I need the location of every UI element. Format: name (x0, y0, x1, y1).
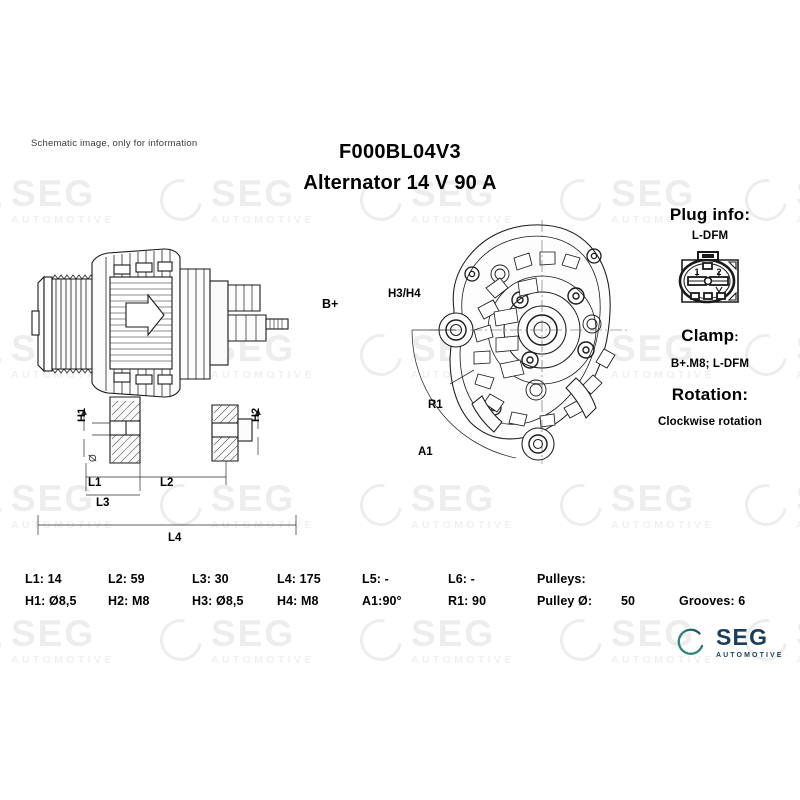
label-h3-h4: H3/H4 (388, 288, 421, 300)
plug-pin-2-label: 2 (716, 267, 721, 277)
clamp-label: Clamp: (620, 326, 800, 346)
label-l2: L2 (160, 477, 174, 489)
label-l3: L3 (96, 497, 110, 509)
spec-l6: L6: - (448, 572, 475, 586)
spec-pulley-dia-value: 50 (621, 594, 636, 608)
spec-grooves: Grooves: 6 (679, 594, 746, 608)
spec-r1: R1: 90 (448, 594, 487, 608)
spec-pulleys: Pulleys: (537, 572, 586, 586)
rotation-value: Clockwise rotation (657, 416, 763, 428)
label-diameter-h1: Ø (88, 454, 99, 462)
label-b-plus: B+ (322, 297, 339, 311)
clamp-label-colon: : (734, 329, 739, 344)
spec-l1: L1: 14 (25, 572, 62, 586)
spec-a1: A1:90° (362, 594, 402, 608)
label-h1: H1 (76, 407, 88, 422)
plug-connector-diagram: 1 2 (673, 249, 747, 309)
spec-l4: L4: 175 (277, 572, 321, 586)
logo-secondary-text: AUTOMOTIVE (716, 652, 784, 659)
part-number: F000BL04V3 (339, 141, 461, 163)
spec-pulley-dia: Pulley Ø: (537, 594, 593, 608)
label-a1: A1 (418, 446, 433, 458)
schematic-note: Schematic image, only for information (31, 138, 198, 149)
label-r1: R1 (428, 399, 443, 411)
plug-info-label: Plug info: (669, 205, 751, 224)
logo-primary-text: SEG (716, 624, 769, 650)
label-l1: L1 (88, 477, 102, 489)
label-h2: H2 (250, 407, 262, 422)
specification-table: L1: 14 L2: 59 L3: 30 L4: 175 L5: - L6: -… (0, 566, 800, 620)
spec-h3: H3: Ø8,5 (192, 594, 244, 608)
spec-l5: L5: - (362, 572, 389, 586)
spec-h2: H2: M8 (108, 594, 150, 608)
spec-h1: H1: Ø8,5 (25, 594, 77, 608)
alternator-side-view-drawing (31, 248, 297, 535)
alternator-end-view-drawing (411, 220, 630, 464)
clamp-value: B+.M8; L-DFM (670, 358, 750, 370)
seg-automotive-logo: SEG AUTOMOTIVE (676, 626, 784, 659)
clamp-label-text: Clamp (681, 326, 735, 345)
spec-h4: H4: M8 (277, 594, 319, 608)
seg-ring-icon (677, 628, 704, 655)
rotation-label: Rotation: (671, 385, 749, 404)
title-block: F000BL04V3 Alternator 14 V 90 A (210, 139, 590, 197)
part-description: Alternator 14 V 90 A (303, 172, 497, 194)
spec-l2: L2: 59 (108, 572, 145, 586)
plug-info-value: L-DFM (691, 230, 729, 242)
spec-l3: L3: 30 (192, 572, 229, 586)
right-info-column: Plug info: L-DFM (620, 205, 800, 428)
label-l4: L4 (168, 532, 182, 544)
plug-pin-1-label: 1 (694, 267, 699, 277)
